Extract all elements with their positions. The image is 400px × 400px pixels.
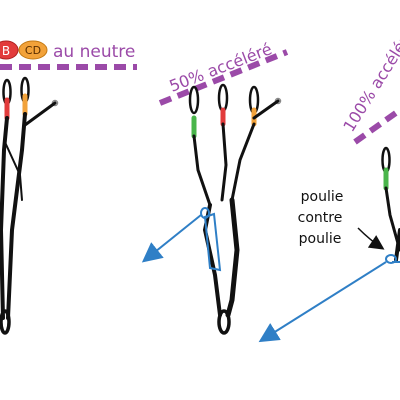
pulley-label-line3: poulie — [299, 231, 342, 247]
accel50-dashed-line — [158, 49, 289, 106]
panel-100: 100% accéléré poulie contre poulie — [258, 25, 400, 343]
speedbar-line-100 — [258, 254, 400, 343]
riser-set-neutral — [0, 76, 59, 335]
pulley-label-line1: poulie — [301, 189, 344, 205]
panel-50: 50% accéléré — [141, 39, 289, 335]
neutral-label: au neutre — [53, 42, 135, 62]
badge-b: B — [0, 40, 19, 60]
riser-set-100 — [381, 146, 400, 262]
pulley-pointer-arrow — [357, 227, 385, 250]
speedbar-line-50 — [141, 207, 222, 272]
accel100-dashed-line — [353, 107, 400, 145]
panel-neutral: B CD au neutre — [0, 40, 137, 335]
riser-set-50 — [188, 83, 282, 335]
badge-b-text: B — [2, 44, 10, 58]
badge-cd: CD — [18, 40, 48, 60]
badge-cd-text: CD — [25, 44, 41, 57]
pulley-label-line2: contre — [298, 210, 343, 226]
